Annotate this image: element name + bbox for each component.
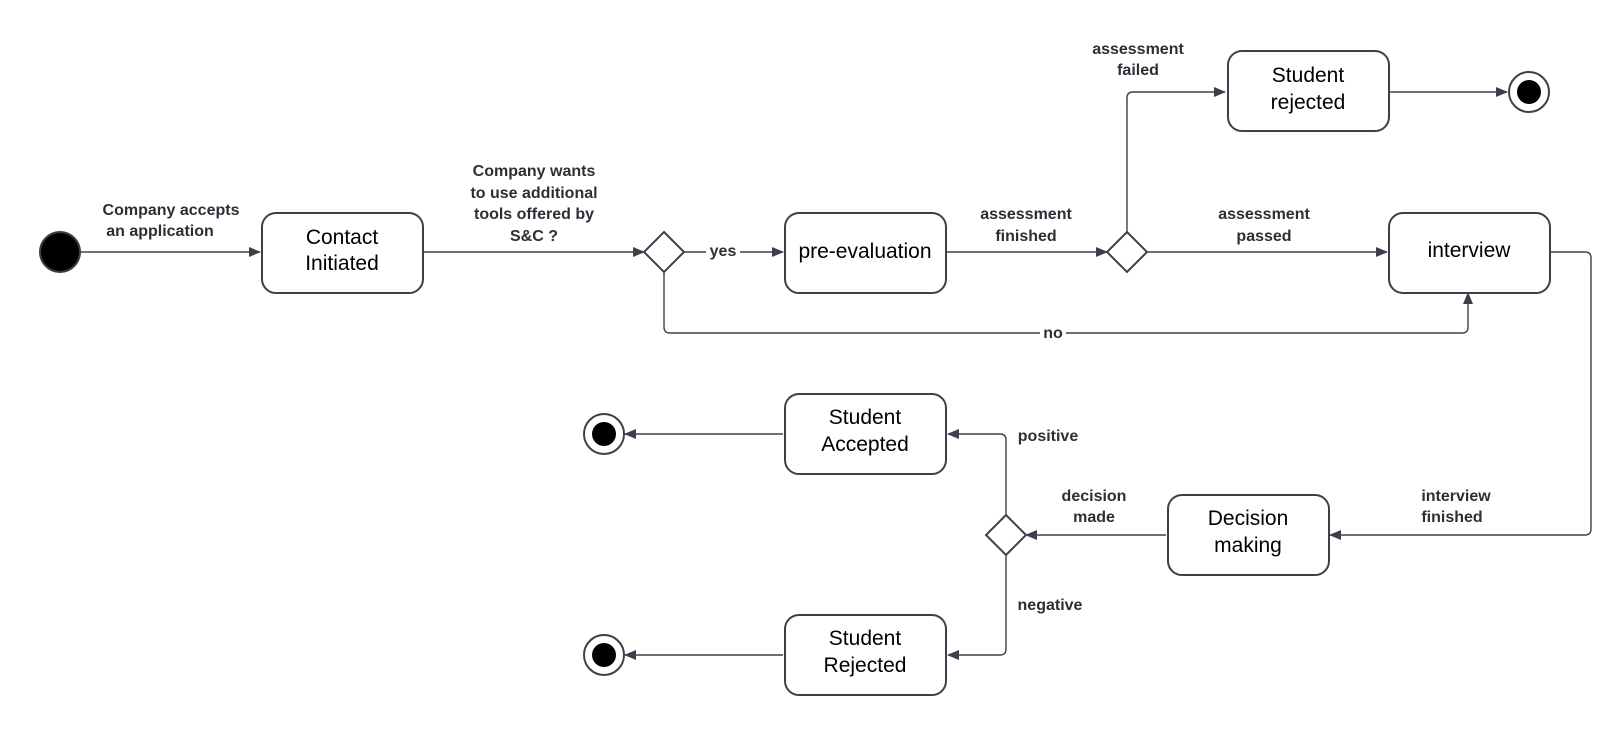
label-positive: positive: [1018, 428, 1079, 445]
label-wants-tools: Company wants to use additional tools of…: [470, 163, 597, 245]
state-label-line: Decision: [1208, 507, 1289, 530]
transition-label-line: passed: [1236, 228, 1291, 245]
transition-label-line: assessment: [980, 206, 1072, 223]
state-interview: interview: [1388, 212, 1551, 294]
label-assessment-passed: assessment passed: [1218, 206, 1310, 245]
label-yes: yes: [706, 242, 740, 260]
transition-label-line: to use additional: [470, 185, 597, 202]
state-label-line: making: [1214, 534, 1282, 557]
label-negative: negative: [1018, 597, 1083, 614]
transition-label-line: Company wants: [473, 163, 596, 180]
state-label-line: Initiated: [305, 252, 379, 275]
transition-label-line: assessment: [1092, 41, 1184, 58]
decision-node-assessment: [1105, 230, 1149, 274]
state-label-line: Student: [829, 406, 902, 429]
label-no: no: [1040, 324, 1066, 342]
state-label-line: interview: [1428, 239, 1512, 262]
state-student-accepted: Student Accepted: [784, 393, 947, 475]
transition-label-line: finished: [1421, 509, 1482, 526]
transition-label-line: S&C ?: [510, 228, 558, 245]
transition-label: positive: [1018, 428, 1079, 445]
final-node-rejected: [583, 634, 625, 676]
transition-label-line: failed: [1117, 62, 1159, 79]
transition-label-line: tools offered by: [474, 206, 594, 223]
initial-node: [39, 231, 81, 273]
state-student-rejected-top: Student rejected: [1227, 50, 1390, 132]
decision-node-outcome: [984, 513, 1028, 557]
state-decision-making: Decision making: [1167, 494, 1330, 576]
label-assessment-finished: assessment finished: [980, 206, 1072, 245]
transition-label-line: interview: [1421, 488, 1491, 505]
state-pre-evaluation: pre-evaluation: [784, 212, 947, 294]
transition-label: negative: [1018, 597, 1083, 614]
transition-label-line: made: [1073, 509, 1115, 526]
transition-label: no: [1043, 325, 1063, 342]
transition-label-line: assessment: [1218, 206, 1310, 223]
label-decision-made: decision made: [1062, 488, 1127, 526]
label-company-accepts: Company accepts an application: [103, 202, 240, 240]
edge-decision3-negative-to-rejected: [947, 555, 1007, 660]
transition-label-line: decision: [1062, 488, 1127, 505]
transition-label: yes: [710, 243, 737, 260]
final-node-top: [1508, 71, 1550, 113]
decision-node-tools: [642, 230, 686, 274]
label-assessment-failed: assessment failed: [1092, 41, 1184, 79]
edge-decision3-positive-to-accepted: [947, 429, 1007, 515]
edge-decision2-failed-to-rejected: [1126, 87, 1226, 232]
transition-label-line: an application: [106, 223, 214, 240]
state-label-line: rejected: [1271, 91, 1346, 114]
state-label-line: Student: [829, 627, 902, 650]
label-interview-finished: interview finished: [1421, 488, 1491, 526]
final-node-accepted: [583, 413, 625, 455]
state-label-line: Student: [1272, 64, 1345, 87]
state-label-line: pre-evaluation: [798, 240, 931, 263]
state-contact-initiated: Contact Initiated: [261, 212, 424, 294]
state-label-line: Accepted: [821, 433, 909, 456]
edge-interview-to-decision-making: [1329, 251, 1592, 540]
state-label-line: Contact: [306, 226, 379, 249]
transition-label-line: Company accepts: [103, 202, 240, 219]
state-label-line: Rejected: [824, 654, 907, 677]
state-student-rejected-bottom: Student Rejected: [784, 614, 947, 696]
transition-label-line: finished: [995, 228, 1056, 245]
